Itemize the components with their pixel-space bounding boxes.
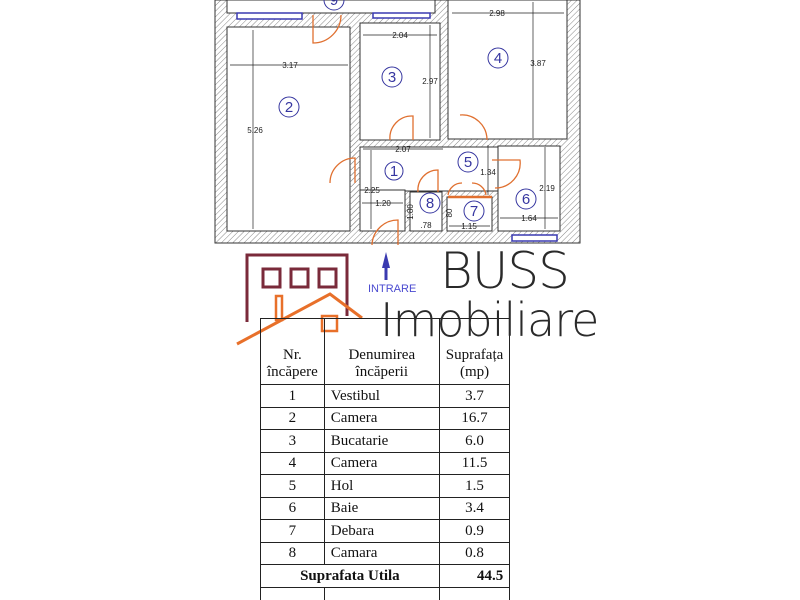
entrance-marker: INTRARE (368, 252, 416, 295)
dimension-label: 80 (445, 208, 454, 217)
cell-nr: 6 (260, 496, 325, 520)
cell-nr: 4 (260, 451, 325, 475)
dimension-label: 1.80 (406, 204, 415, 220)
dimension-labels: 2.98 2.04 3.17 2.97 3.87 5.26 2.07 1.34 … (247, 9, 555, 231)
room-number: 2 (285, 99, 293, 116)
table-row-partial (260, 586, 511, 600)
room-number: 8 (426, 195, 434, 212)
dimension-label: 2.25 (364, 186, 380, 195)
room-number: 9 (330, 0, 338, 9)
room-number: 7 (470, 203, 478, 220)
dimension-label: 2.04 (392, 31, 408, 40)
cell-area: 0.9 (438, 519, 511, 543)
cell-area: 1.5 (438, 474, 511, 498)
cell-nr: 7 (260, 519, 325, 543)
dimension-label: 3.17 (282, 61, 298, 70)
dimension-label: 5.26 (247, 126, 263, 135)
cell-area: 11.5 (438, 451, 511, 475)
dimension-label: 2.19 (539, 184, 555, 193)
total-value: 44.5 (438, 564, 511, 588)
cell-area: 16.7 (438, 406, 511, 430)
cell-nr: 2 (260, 406, 325, 430)
dimension-label: 2.98 (489, 9, 505, 18)
cell-nr: 8 (260, 541, 325, 565)
dimension-label: 2.07 (395, 145, 411, 154)
cell-name: Baie (323, 496, 440, 520)
dimension-label: 3.87 (530, 59, 546, 68)
dimension-label: .78 (420, 221, 432, 230)
cell-nr: 3 (260, 429, 325, 453)
dimension-label: 1.15 (461, 222, 477, 231)
cell-name: Debara (323, 519, 440, 543)
logo-text-buss: BUSS (440, 242, 570, 300)
dimension-label: 1.64 (521, 214, 537, 223)
cell-name: Camera (323, 451, 440, 475)
room-number: 6 (522, 191, 530, 208)
cell-area: 6.0 (438, 429, 511, 453)
dimension-label: 1.34 (480, 168, 496, 177)
table-total-row: Suprafata Utila 44.5 (260, 564, 511, 588)
cell-name: Camera (323, 406, 440, 430)
table-header-row: Nr. încăpere Denumirea încăperii Suprafa… (260, 318, 511, 385)
room-area-table: Nr. încăpere Denumirea încăperii Suprafa… (260, 318, 511, 600)
cell-name: Vestibul (323, 384, 440, 408)
header-nr: Nr. încăpere (260, 318, 325, 385)
cell-area: 0.8 (438, 541, 511, 565)
dimension-label: 1.20 (375, 199, 391, 208)
room-number: 5 (464, 154, 472, 171)
cell-nr: 1 (260, 384, 325, 408)
header-name: Denumirea încăperii (323, 318, 440, 385)
dimension-label: 2.97 (422, 77, 438, 86)
cell-nr: 5 (260, 474, 325, 498)
cell-name: Bucatarie (323, 429, 440, 453)
cell-area: 3.7 (438, 384, 511, 408)
total-label: Suprafata Utila (260, 564, 440, 588)
room-number: 3 (388, 69, 396, 86)
room-number: 1 (390, 163, 398, 180)
dimension-lines (230, 2, 564, 229)
entrance-label: INTRARE (368, 283, 416, 295)
cell-name: Camara (323, 541, 440, 565)
room-numbers: 1 2 3 4 5 6 7 8 9 (278, 0, 537, 222)
room-number: 4 (494, 50, 502, 67)
cell-area: 3.4 (438, 496, 511, 520)
header-area: Suprafața (mp) (438, 318, 511, 385)
windows (236, 12, 558, 242)
doors (312, 14, 521, 246)
logo-text-imobiliare: Imobiliare (380, 293, 599, 347)
cell-name: Hol (323, 474, 440, 498)
